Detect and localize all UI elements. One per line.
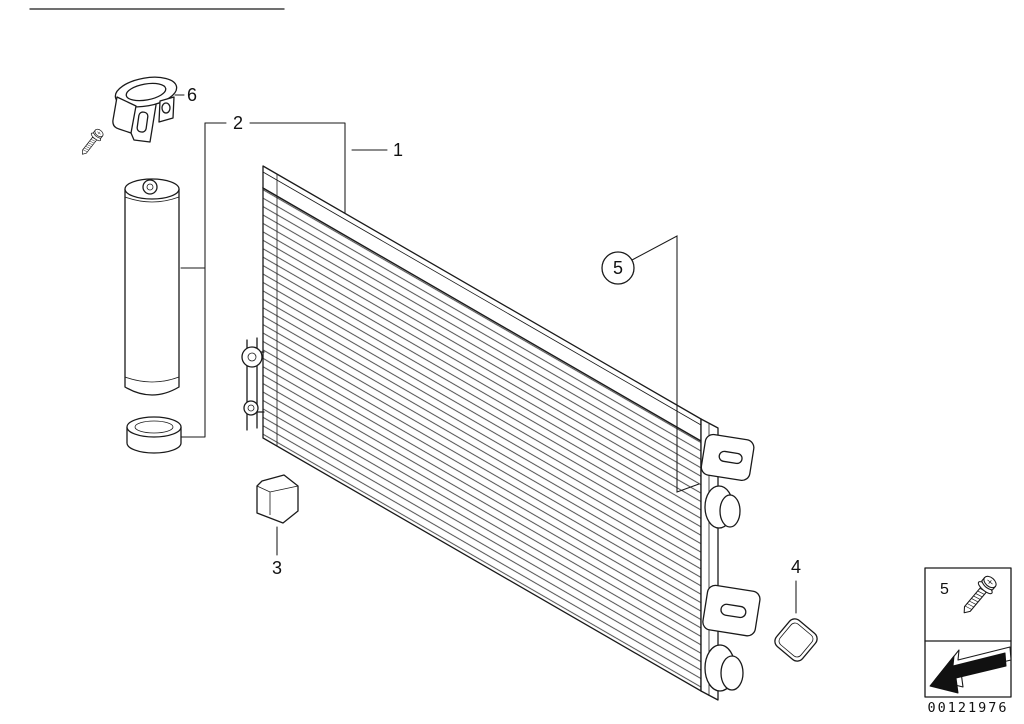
condenser-core-fins (262, 186, 702, 693)
adhesive-pad (774, 618, 818, 662)
callout-1-label[interactable]: 1 (393, 140, 403, 160)
callout-3-label[interactable]: 3 (272, 558, 282, 578)
callout-2-leader (180, 122, 346, 438)
holder-clamp (112, 76, 178, 143)
left-pipe-fittings (241, 337, 265, 431)
callout-2-label[interactable]: 2 (233, 113, 243, 133)
clamp-screw-icon (77, 126, 106, 159)
callout-5-circle[interactable] (601, 251, 635, 285)
condenser (241, 165, 761, 701)
upper-mounting-bracket (700, 433, 755, 482)
lower-mount-bushing (704, 644, 744, 692)
legend-direction-arrow-icon (929, 646, 1012, 694)
retaining-clip (256, 474, 299, 524)
legend-box: 5 (924, 567, 1012, 698)
drying-container (124, 178, 180, 396)
upper-mount-bushing (704, 485, 741, 529)
callout-4-label[interactable]: 4 (791, 557, 801, 577)
callout-5-leader (631, 235, 700, 493)
callout-5-label[interactable]: 5 (613, 258, 623, 278)
lower-mounting-bracket (702, 584, 761, 637)
part-number: 00121976 (927, 700, 1008, 716)
callout-6-label[interactable]: 6 (187, 85, 197, 105)
sealing-ring (126, 416, 182, 454)
legend-item-number: 5 (940, 581, 949, 598)
